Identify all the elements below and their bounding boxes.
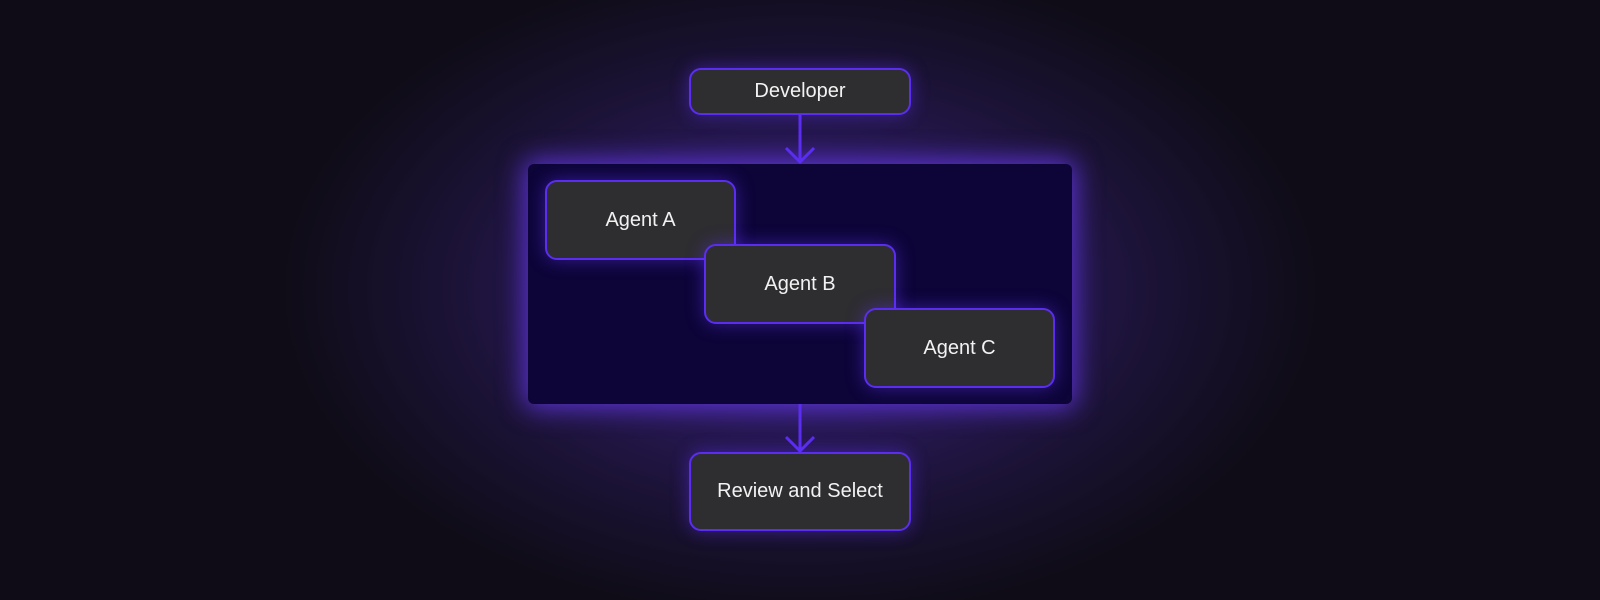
- agent-a-label: Agent A: [605, 208, 676, 231]
- agent-c-label: Agent C: [923, 336, 996, 359]
- arrow-agents-to-review: [784, 404, 816, 454]
- developer-label: Developer: [754, 80, 846, 102]
- agent-b-label: Agent B: [764, 272, 836, 295]
- review-and-select-node: Review and Select: [689, 452, 911, 531]
- developer-node: Developer: [689, 68, 911, 115]
- agent-b-node: Agent B: [704, 244, 896, 324]
- review-and-select-label: Review and Select: [717, 480, 883, 502]
- agent-c-node: Agent C: [864, 308, 1055, 388]
- arrow-developer-to-agents: [784, 115, 816, 165]
- agent-a-node: Agent A: [545, 180, 736, 260]
